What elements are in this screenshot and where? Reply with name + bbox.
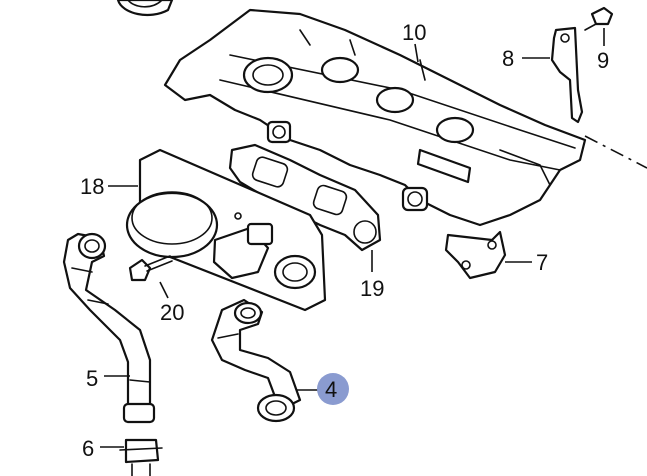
top-left-ring xyxy=(116,0,174,17)
callout-4: 4 xyxy=(325,377,337,402)
bolt-part-9 xyxy=(584,6,614,31)
hose-clamp-part-6 xyxy=(119,438,163,476)
highlight-badge-4 xyxy=(317,373,349,405)
intake-manifold-part-10 xyxy=(163,8,587,227)
breather-hose-part-4 xyxy=(210,298,302,423)
bracket-part-8 xyxy=(550,26,584,124)
callout-18: 18 xyxy=(80,174,104,199)
gasket-part-19 xyxy=(228,143,382,252)
callout-5: 5 xyxy=(86,366,98,391)
callout-9: 9 xyxy=(597,48,609,73)
callout-8: 8 xyxy=(502,46,514,71)
callout-6: 6 xyxy=(82,436,94,461)
callout-10: 10 xyxy=(402,20,426,45)
leader-20 xyxy=(159,281,169,299)
bracket-part-7 xyxy=(444,230,507,280)
breather-hose-part-5 xyxy=(62,232,156,424)
callout-20: 20 xyxy=(160,300,184,325)
leader-10 xyxy=(414,43,419,63)
screw-part-20 xyxy=(128,255,173,282)
callout-19: 19 xyxy=(360,276,384,301)
centre-line xyxy=(584,135,647,169)
breather-housing-part-18 xyxy=(125,148,327,312)
callout-7: 7 xyxy=(536,250,548,275)
